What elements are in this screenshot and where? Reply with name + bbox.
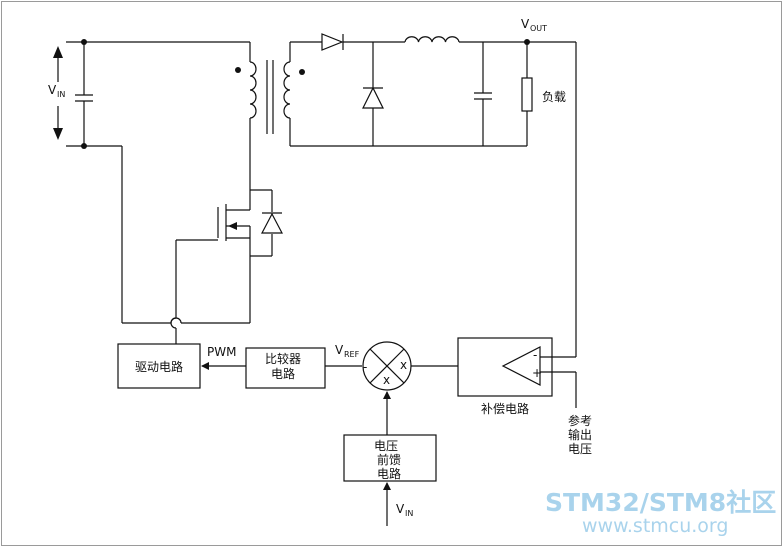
reference-label-line3: 电压 bbox=[568, 442, 592, 456]
watermark-line1: STM32/STM8社区 bbox=[545, 488, 776, 517]
feedforward-label-line2: 前馈 bbox=[377, 452, 401, 467]
pwm-label: PWM bbox=[207, 345, 236, 359]
vref-label: V REF bbox=[335, 343, 360, 359]
driver-label: 驱动电路 bbox=[135, 359, 183, 374]
opamp-minus-label: - bbox=[533, 348, 537, 362]
watermark: STM32/STM8社区 www.stmcu.org bbox=[545, 488, 776, 537]
vin-bottom-label: V IN bbox=[396, 502, 413, 518]
vout-label: V OUT bbox=[521, 17, 547, 33]
compensation-label: 补偿电路 bbox=[481, 401, 529, 416]
feedforward-label-line1: 电压 bbox=[374, 439, 398, 453]
comparator-label-line2: 电路 bbox=[271, 366, 295, 381]
reference-label-line1: 参考 bbox=[568, 413, 592, 428]
reference-label-line2: 输出 bbox=[568, 427, 592, 442]
svg-text:IN: IN bbox=[57, 90, 65, 99]
secondary-section bbox=[283, 33, 577, 358]
mixer-x-label-1: x bbox=[400, 358, 407, 372]
mixer-minus-label: - bbox=[363, 360, 367, 374]
feedforward-block bbox=[343, 434, 437, 482]
comparator-label-line1: 比较器 bbox=[265, 351, 301, 366]
load-label: 负载 bbox=[542, 90, 566, 104]
svg-text:V: V bbox=[396, 502, 405, 516]
comparator-block bbox=[245, 347, 326, 389]
driver-block bbox=[117, 343, 201, 389]
svg-text:REF: REF bbox=[344, 350, 360, 359]
svg-text:IN: IN bbox=[405, 509, 413, 518]
svg-text:OUT: OUT bbox=[530, 24, 547, 33]
svg-text:V: V bbox=[521, 17, 530, 31]
opamp-plus-label: + bbox=[532, 366, 542, 380]
mixer-x-label-2: x bbox=[383, 373, 390, 387]
mosfet-switch bbox=[122, 189, 283, 344]
watermark-line2: www.stmcu.org bbox=[582, 515, 728, 537]
compensation-block bbox=[457, 337, 577, 408]
input-section bbox=[53, 39, 274, 323]
vin-top-label: V IN bbox=[48, 83, 65, 99]
svg-text:V: V bbox=[335, 343, 344, 357]
feedforward-label-line3: 电路 bbox=[377, 466, 401, 481]
svg-text:V: V bbox=[48, 83, 57, 97]
